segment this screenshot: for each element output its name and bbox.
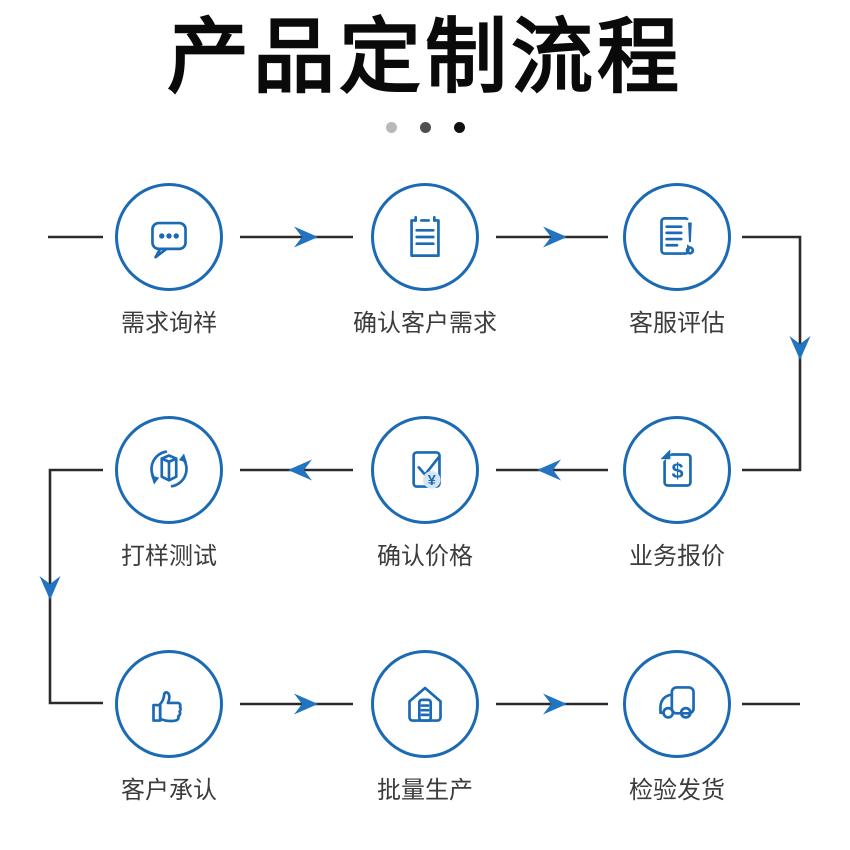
step-label: 检验发货 bbox=[629, 777, 725, 804]
step-circle bbox=[623, 183, 731, 291]
carousel-dot[interactable] bbox=[385, 122, 397, 133]
step-circle bbox=[115, 416, 223, 524]
arrow-step7-step8 bbox=[240, 693, 353, 715]
step-label: 批量生产 bbox=[377, 777, 473, 804]
step-circle bbox=[371, 650, 479, 758]
step-circle bbox=[371, 183, 479, 291]
arrow-step6-step7-corner bbox=[39, 468, 103, 705]
thumbs-up-icon bbox=[152, 691, 182, 723]
chat-icon bbox=[151, 221, 187, 259]
truck-icon bbox=[659, 686, 695, 719]
step-demand-inquiry: 需求询祥 bbox=[115, 183, 223, 337]
carousel-dots bbox=[0, 122, 850, 133]
step-service-evaluation: 客服评估 bbox=[623, 183, 731, 337]
document-alert-icon bbox=[660, 217, 695, 255]
arrow-step8-step9 bbox=[496, 693, 608, 715]
arrow-step4-step5 bbox=[496, 459, 608, 481]
step-label: 客服评估 bbox=[629, 310, 725, 337]
price-check-icon: ¥ bbox=[412, 451, 441, 489]
step-circle bbox=[115, 650, 223, 758]
step-label: 客户承认 bbox=[121, 777, 217, 804]
arrow-step3-step4-corner bbox=[742, 235, 811, 472]
arrow-step5-step6 bbox=[240, 459, 353, 481]
step-confirm-price: ¥ 确认价格 bbox=[371, 416, 479, 570]
step-label: 业务报价 bbox=[629, 543, 725, 570]
page-title: 产品定制流程 bbox=[166, 12, 683, 103]
step-circle: ¥ bbox=[371, 416, 479, 524]
step-circle: $ bbox=[623, 416, 731, 524]
arrow-step2-step3 bbox=[496, 226, 608, 248]
carousel-dot[interactable] bbox=[419, 122, 431, 133]
step-label: 确认价格 bbox=[377, 543, 473, 570]
step-business-quotation: $ 业务报价 bbox=[623, 416, 731, 570]
carousel-dot[interactable] bbox=[453, 122, 465, 133]
sample-cycle-icon bbox=[150, 450, 188, 488]
step-circle bbox=[623, 650, 731, 758]
clipboard-icon bbox=[410, 216, 440, 257]
step-label: 需求询祥 bbox=[121, 310, 217, 337]
step-circle bbox=[115, 183, 223, 291]
step-customer-approval: 客户承认 bbox=[115, 650, 223, 804]
step-sample-testing: 打样测试 bbox=[115, 416, 223, 570]
quotation-document-icon: $ bbox=[656, 445, 692, 487]
arrow-step1-step2 bbox=[240, 226, 353, 248]
step-label: 确认客户需求 bbox=[353, 310, 497, 337]
step-inspection-shipping: 检验发货 bbox=[623, 650, 731, 804]
step-confirm-requirements: 确认客户需求 bbox=[353, 183, 497, 337]
step-mass-production: 批量生产 bbox=[371, 650, 479, 804]
svg-text:¥: ¥ bbox=[428, 473, 436, 489]
step-label: 打样测试 bbox=[121, 543, 217, 570]
svg-text:$: $ bbox=[671, 458, 683, 483]
factory-icon bbox=[408, 686, 442, 722]
